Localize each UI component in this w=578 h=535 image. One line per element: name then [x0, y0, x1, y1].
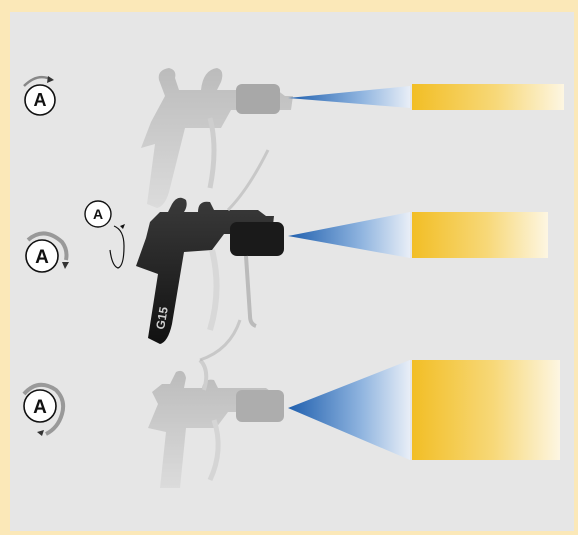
spray-pattern-middle [412, 212, 548, 258]
gun-model-label: G15 [153, 305, 171, 330]
svg-text:A: A [33, 397, 47, 418]
spray-cone-top [288, 86, 410, 108]
svg-text:A: A [34, 90, 47, 110]
spray-pattern-top [412, 84, 564, 110]
svg-text:A: A [93, 206, 103, 222]
adjust-knob-icon-top: A [23, 75, 56, 116]
adjust-knob-icon-bottom: A [22, 382, 66, 436]
spray-cone-middle [288, 212, 410, 258]
adjust-knob-icon-middle: A [25, 231, 69, 273]
spray-gun-top [141, 68, 293, 208]
adjust-knob-icon-side: A [84, 200, 125, 269]
spray-gun-middle: G15 [136, 149, 284, 362]
spray-gun-bottom [148, 358, 284, 488]
spray-cone-bottom [288, 360, 410, 460]
spray-pattern-bottom [412, 360, 560, 460]
svg-text:A: A [35, 247, 49, 268]
